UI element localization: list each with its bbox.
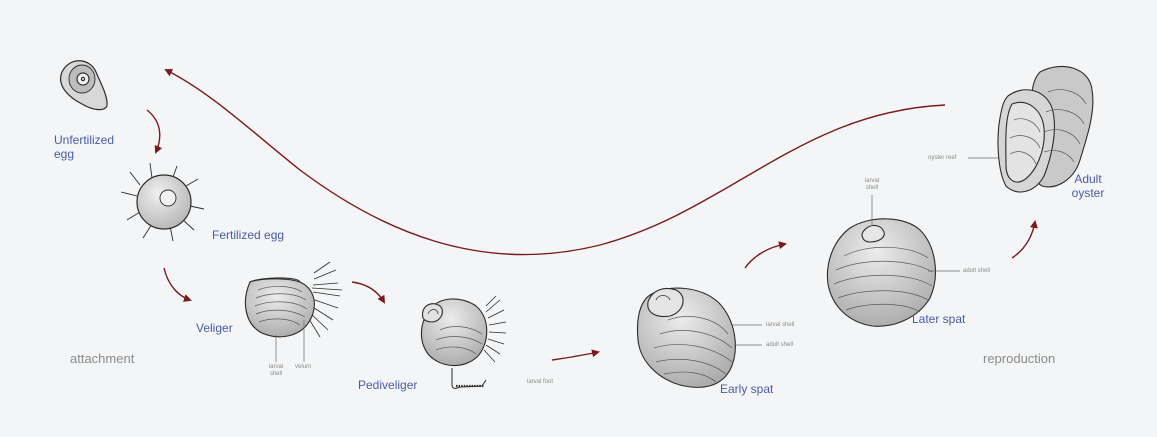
arrow-early-spat-to-later-spat	[745, 244, 785, 268]
attachment-phase-label: attachment	[70, 351, 134, 366]
arrow-fertilized-to-veliger	[164, 268, 190, 300]
reproduction-phase-label: reproduction	[983, 351, 1055, 366]
adult-oyster-reef-label: oyster reef	[928, 155, 956, 162]
veliger-illustration	[245, 262, 342, 362]
later-spat-illustration	[827, 195, 960, 326]
arrow-pediveliger-to-early-spat	[552, 352, 598, 360]
arrow-later-spat-to-adult	[1012, 222, 1035, 258]
fertilized-egg-label: Fertilized egg	[212, 228, 284, 242]
adult-oyster-label: Adult oyster	[1068, 172, 1108, 200]
arrow-veliger-to-pediveliger	[352, 282, 384, 302]
early-spat-adult-shell-label: adult shell	[766, 342, 793, 349]
pediveliger-label: Pediveliger	[358, 378, 417, 392]
later-spat-label: Later spat	[912, 312, 965, 326]
unfertilized-egg-label: Unfertilized egg	[54, 133, 124, 161]
early-spat-illustration	[638, 288, 763, 387]
pediveliger-illustration	[421, 296, 506, 388]
unfertilized-egg-illustration	[61, 61, 108, 110]
fertilized-egg-illustration	[121, 163, 204, 241]
arrow-unfertilized-to-fertilized	[147, 110, 160, 152]
veliger-label: Veliger	[196, 321, 233, 335]
veliger-velum-label: velum	[295, 364, 311, 371]
later-spat-larval-shell-label: larval shell	[858, 178, 886, 192]
veliger-larval-shell-label: larval shell	[262, 364, 290, 378]
later-spat-adult-shell-label: adult shell	[963, 268, 990, 275]
pediveliger-larval-foot-label: larval foot	[527, 379, 553, 386]
early-spat-larval-shell-label: larval shell	[766, 322, 794, 329]
arrow-adult-to-egg-return	[166, 70, 945, 255]
early-spat-label: Early spat	[720, 382, 773, 396]
